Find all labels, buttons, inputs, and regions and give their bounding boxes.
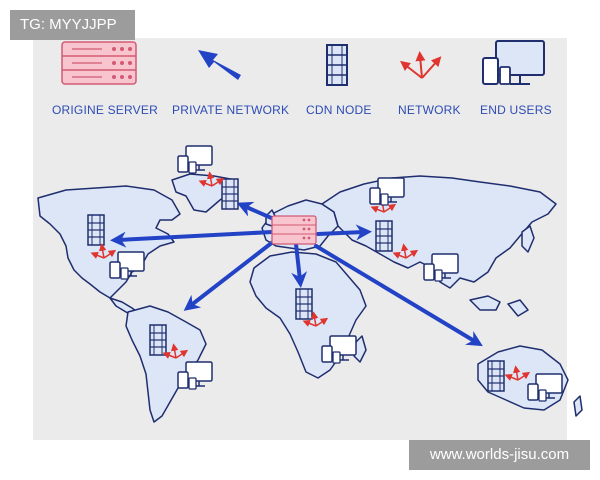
cdn-node-south-america [149,324,167,356]
network-legend-icon [400,51,442,79]
cdn-node-australia [487,360,505,392]
telegram-watermark: TG: MYYJJPP [10,10,135,40]
origin-server-legend-icon [61,41,137,85]
cdn-node-greenland [221,178,239,210]
end-users-legend-icon [482,40,545,85]
cdn-node-africa [295,288,313,320]
end-users-greenland [177,145,213,174]
private-network-arrows [110,201,483,347]
cdn-node-north-america [87,214,105,246]
legend-label-cdn-node: CDN NODE [306,103,372,117]
legend-label-end-users: END USERS [480,103,552,117]
origin-server [271,215,317,245]
legend-label-private-network: PRIVATE NETWORK [172,103,290,117]
legend-label-network: NETWORK [398,103,461,117]
url-watermark: www.worlds-jisu.com [409,440,590,470]
cdn-node-legend-icon [326,44,348,86]
cdn-node-asia [375,220,393,252]
legend-label-origin-server: ORIGINE SERVER [52,103,158,117]
private-network-legend-icon [198,50,241,80]
